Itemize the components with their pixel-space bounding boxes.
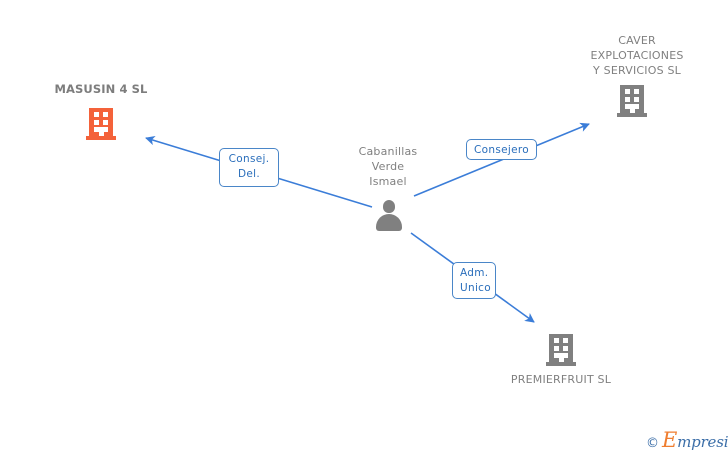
building-icon-caver xyxy=(617,85,647,117)
node-label-caver: CAVER EXPLOTACIONES Y SERVICIOS SL xyxy=(590,34,684,77)
node-label-masusin: MASUSIN 4 SL xyxy=(54,82,148,96)
building-icon-masusin xyxy=(86,108,116,140)
brand-rest: mpresia xyxy=(677,433,728,450)
copyright-symbol: © xyxy=(646,436,659,450)
node-label-premierfruit: PREMIERFRUIT SL xyxy=(510,373,612,386)
edge-line-consejero xyxy=(413,122,590,197)
edge-label-consejero[interactable]: Consejero xyxy=(466,139,537,160)
node-label-person: Cabanillas Verde Ismael xyxy=(358,145,418,188)
brand-initial: E xyxy=(662,428,678,450)
building-icon-premierfruit xyxy=(546,334,576,366)
brand-name: Empresia xyxy=(662,428,728,450)
edge-label-consej-del[interactable]: Consej. Del. xyxy=(219,148,279,187)
person-icon xyxy=(373,199,405,231)
watermark-empresia: © Empresia xyxy=(646,428,728,450)
edge-label-adm-unico[interactable]: Adm. Unico xyxy=(452,262,496,299)
